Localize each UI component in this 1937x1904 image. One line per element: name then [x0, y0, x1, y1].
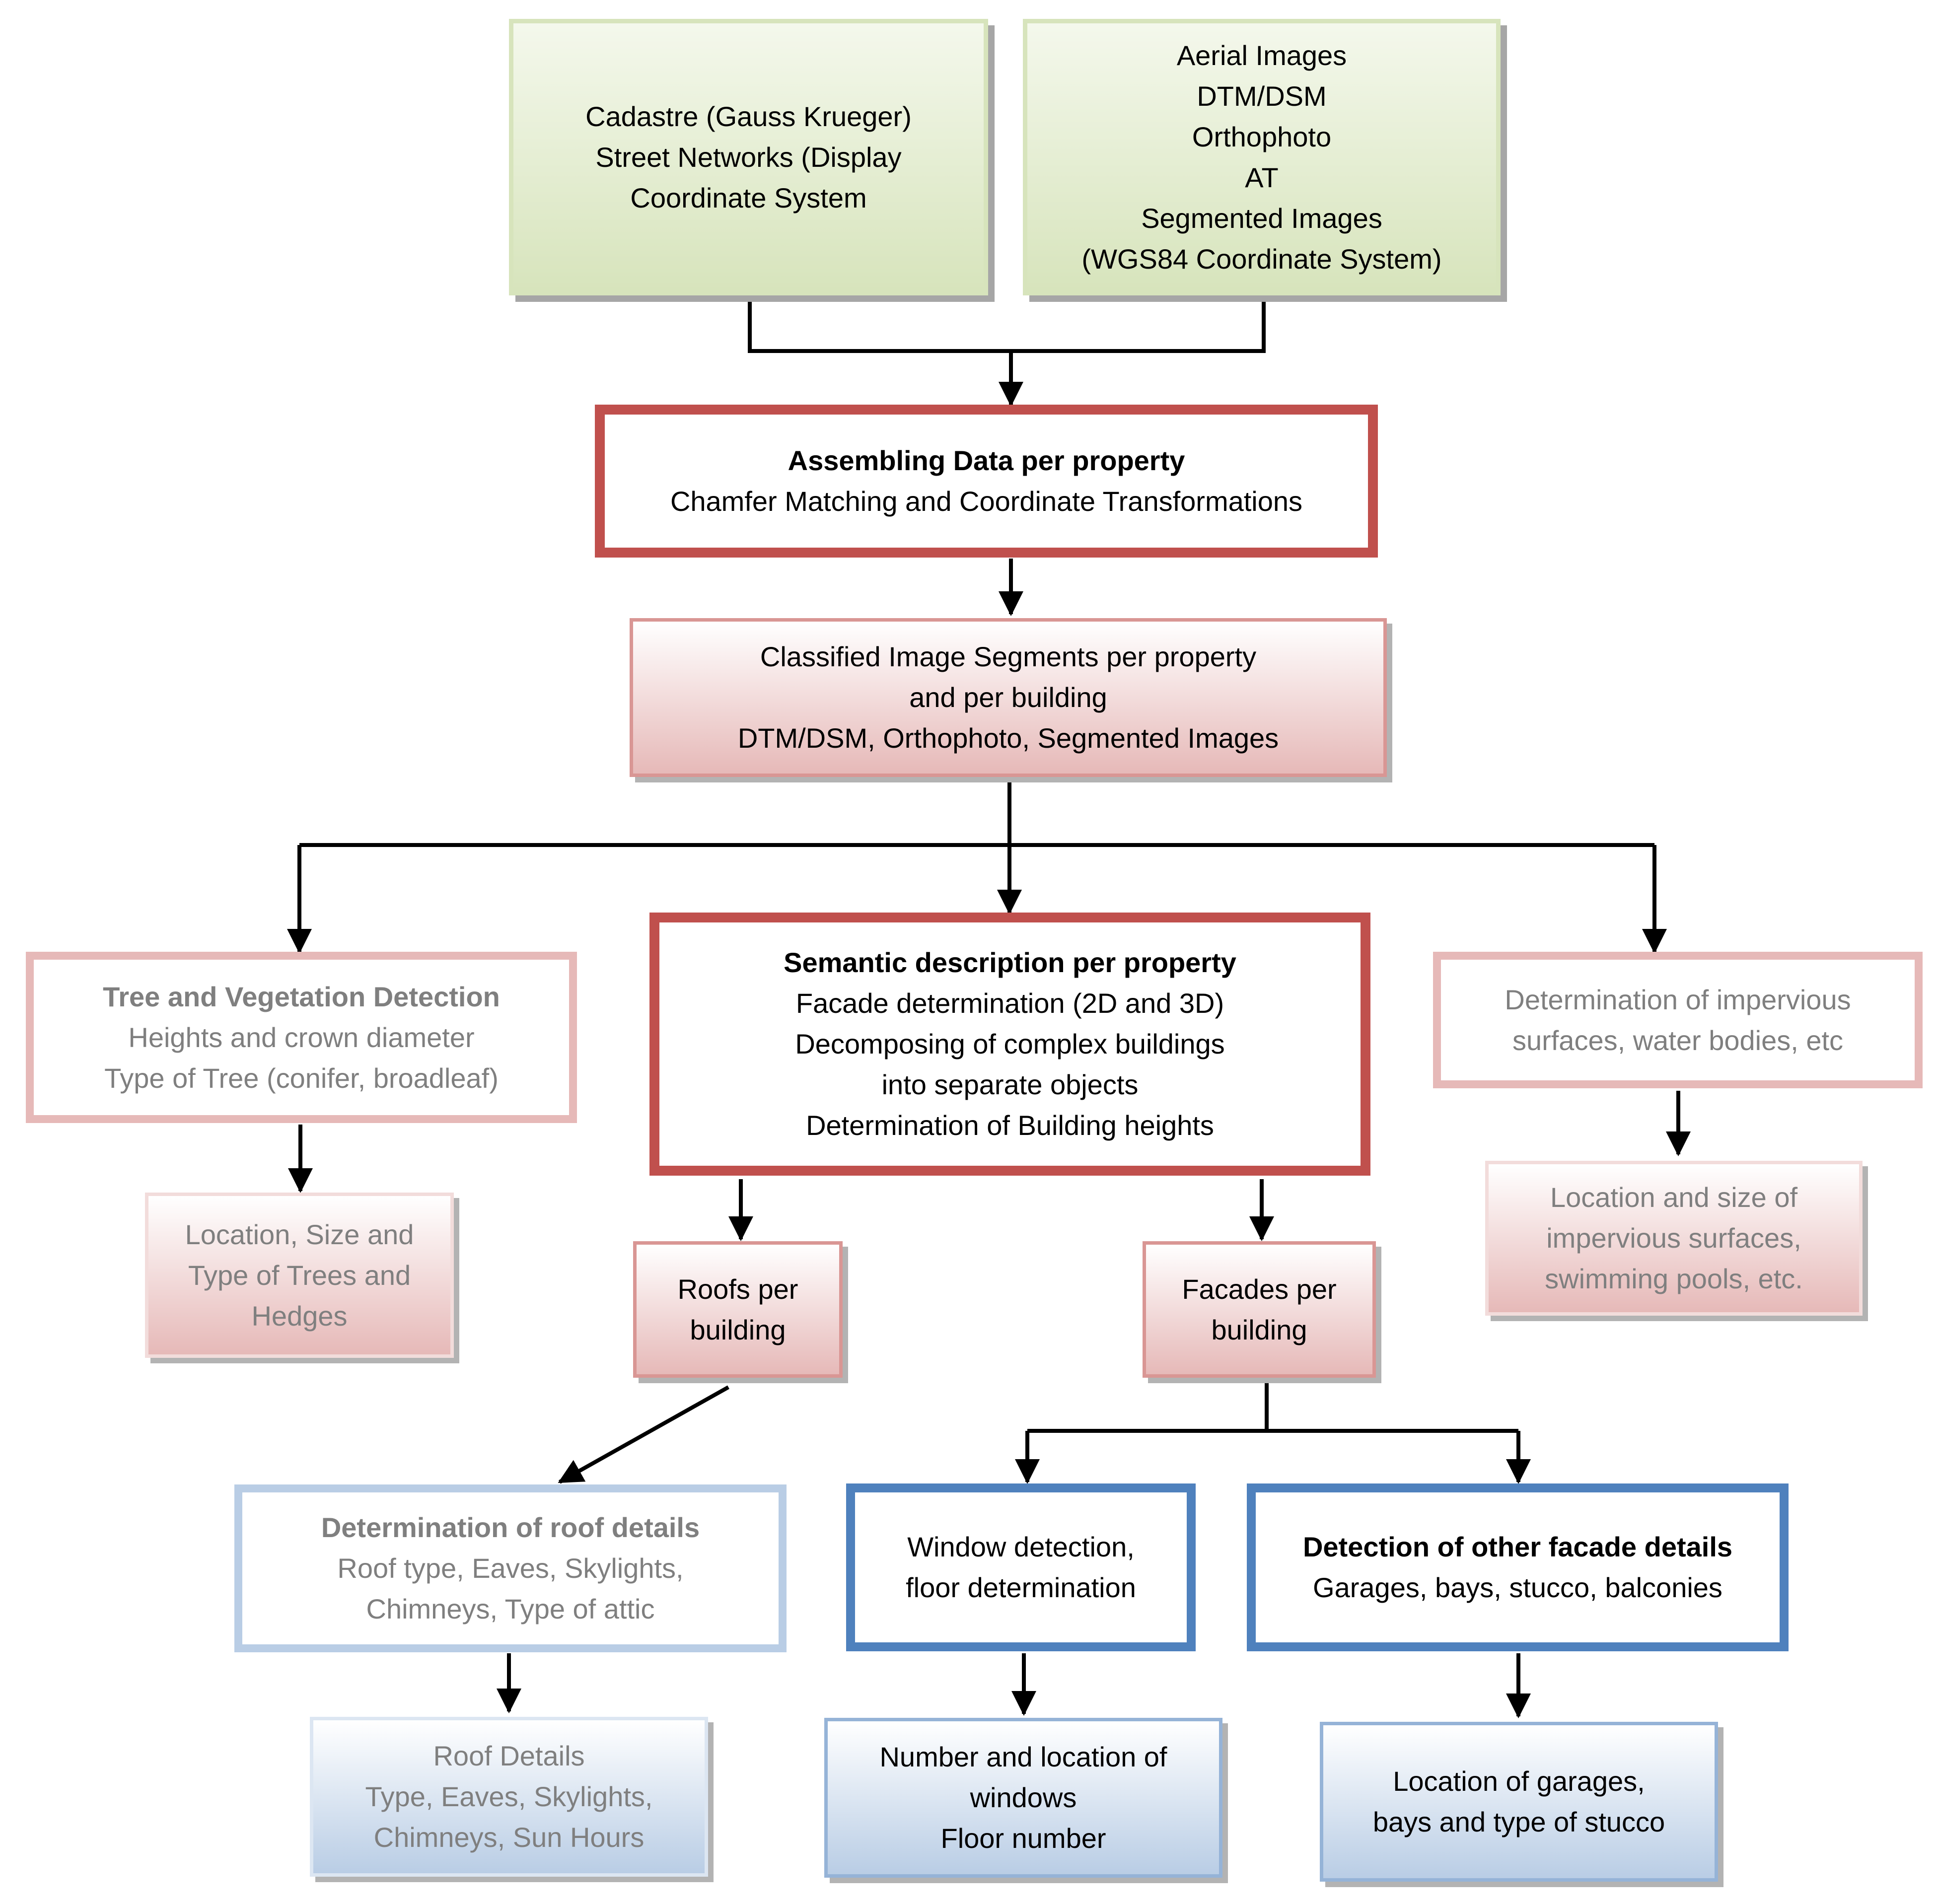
garages-location-line-2: bays and type of stucco	[1372, 1806, 1665, 1837]
impervious-determination-box: Determination of impervious surfaces, wa…	[1433, 952, 1923, 1088]
trees-location-box: Location, Size and Type of Trees and Hed…	[145, 1193, 454, 1358]
garages-location-box: Location of garages, bays and type of st…	[1320, 1722, 1718, 1882]
roofs-line-1: Roofs per	[677, 1273, 798, 1305]
aerial-line-3: Orthophoto	[1192, 121, 1332, 152]
windows-number-line-1: Number and location of	[879, 1741, 1167, 1772]
semantic-line-4: Determination of Building heights	[806, 1110, 1214, 1141]
windows-number-line-2: windows	[970, 1782, 1077, 1813]
semantic-line-2: Decomposing of complex buildings	[795, 1028, 1225, 1059]
impervious-line-1: Determination of impervious	[1505, 984, 1851, 1015]
roof-details-line-2: Type, Eaves, Skylights,	[365, 1781, 653, 1812]
impervious-location-line-2: impervious surfaces,	[1546, 1222, 1801, 1254]
tree-line-1: Heights and crown diameter	[128, 1021, 475, 1053]
classified-line-1: Classified Image Segments per property	[760, 641, 1257, 672]
aerial-images-box: Aerial Images DTM/DSM Orthophoto AT Segm…	[1023, 19, 1501, 295]
semantic-line-1: Facade determination (2D and 3D)	[795, 987, 1224, 1019]
cadastre-line-1: Cadastre (Gauss Krueger)	[585, 100, 912, 132]
roof-details-line-1: Roof Details	[433, 1740, 585, 1771]
assembling-title: Assembling Data per property	[788, 445, 1185, 476]
semantic-line-3: into separate objects	[881, 1069, 1139, 1100]
trees-location-line-1: Location, Size and	[185, 1218, 414, 1250]
arrow-to-roof-details-det	[558, 1385, 729, 1484]
aerial-line-6: (WGS84 Coordinate System)	[1081, 243, 1442, 275]
tree-detection-box: Tree and Vegetation Detection Heights an…	[26, 952, 577, 1123]
roof-details-det-title: Determination of roof details	[321, 1512, 700, 1543]
roof-details-det-line-2: Chimneys, Type of attic	[366, 1593, 655, 1624]
other-facade-details-box: Detection of other facade details Garage…	[1247, 1483, 1789, 1651]
aerial-line-4: AT	[1245, 161, 1279, 193]
semantic-title: Semantic description per property	[784, 947, 1236, 978]
assembling-data-box: Assembling Data per property Chamfer Mat…	[595, 405, 1378, 558]
other-facade-line-1: Garages, bays, stucco, balconies	[1313, 1572, 1722, 1603]
window-line-2: floor determination	[906, 1572, 1136, 1603]
window-line-1: Window detection,	[907, 1531, 1135, 1562]
cadastre-box: Cadastre (Gauss Krueger) Street Networks…	[509, 19, 988, 295]
garages-location-line-1: Location of garages,	[1393, 1765, 1645, 1797]
roofs-line-2: building	[690, 1314, 786, 1345]
roofs-per-building-box: Roofs per building	[633, 1241, 843, 1378]
connector-cadastre-merge	[748, 298, 1266, 353]
cadastre-line-3: Coordinate System	[630, 182, 867, 213]
impervious-location-line-1: Location and size of	[1550, 1182, 1798, 1213]
aerial-line-2: DTM/DSM	[1197, 80, 1327, 112]
aerial-line-1: Aerial Images	[1176, 39, 1347, 71]
impervious-location-box: Location and size of impervious surfaces…	[1485, 1161, 1863, 1316]
roof-details-line-3: Chimneys, Sun Hours	[373, 1822, 645, 1853]
roof-details-box: Roof Details Type, Eaves, Skylights, Chi…	[310, 1717, 708, 1877]
tree-title: Tree and Vegetation Detection	[103, 981, 500, 1012]
tree-line-2: Type of Tree (conifer, broadleaf)	[104, 1062, 499, 1094]
classified-segments-box: Classified Image Segments per property a…	[630, 618, 1387, 777]
facades-line-2: building	[1211, 1314, 1307, 1345]
semantic-description-box: Semantic description per property Facade…	[649, 913, 1370, 1176]
facades-line-1: Facades per	[1182, 1273, 1337, 1305]
assembling-line-1: Chamfer Matching and Coordinate Transfor…	[670, 486, 1303, 517]
windows-number-line-3: Floor number	[940, 1823, 1106, 1854]
cadastre-line-2: Street Networks (Display	[595, 141, 902, 173]
impervious-line-2: surfaces, water bodies, etc	[1512, 1024, 1844, 1056]
roof-details-determination-box: Determination of roof details Roof type,…	[234, 1484, 787, 1652]
windows-number-box: Number and location of windows Floor num…	[824, 1718, 1222, 1878]
trees-location-line-2: Type of Trees and	[188, 1259, 411, 1291]
facades-per-building-box: Facades per building	[1143, 1241, 1376, 1378]
impervious-location-line-3: swimming pools, etc.	[1545, 1263, 1803, 1294]
classified-line-3: DTM/DSM, Orthophoto, Segmented Images	[737, 722, 1279, 754]
trees-location-line-3: Hedges	[251, 1300, 348, 1332]
other-facade-title: Detection of other facade details	[1302, 1531, 1733, 1562]
classified-line-2: and per building	[909, 682, 1107, 713]
window-detection-box: Window detection, floor determination	[846, 1483, 1196, 1651]
roof-details-det-line-1: Roof type, Eaves, Skylights,	[337, 1552, 684, 1584]
aerial-line-5: Segmented Images	[1141, 202, 1382, 234]
